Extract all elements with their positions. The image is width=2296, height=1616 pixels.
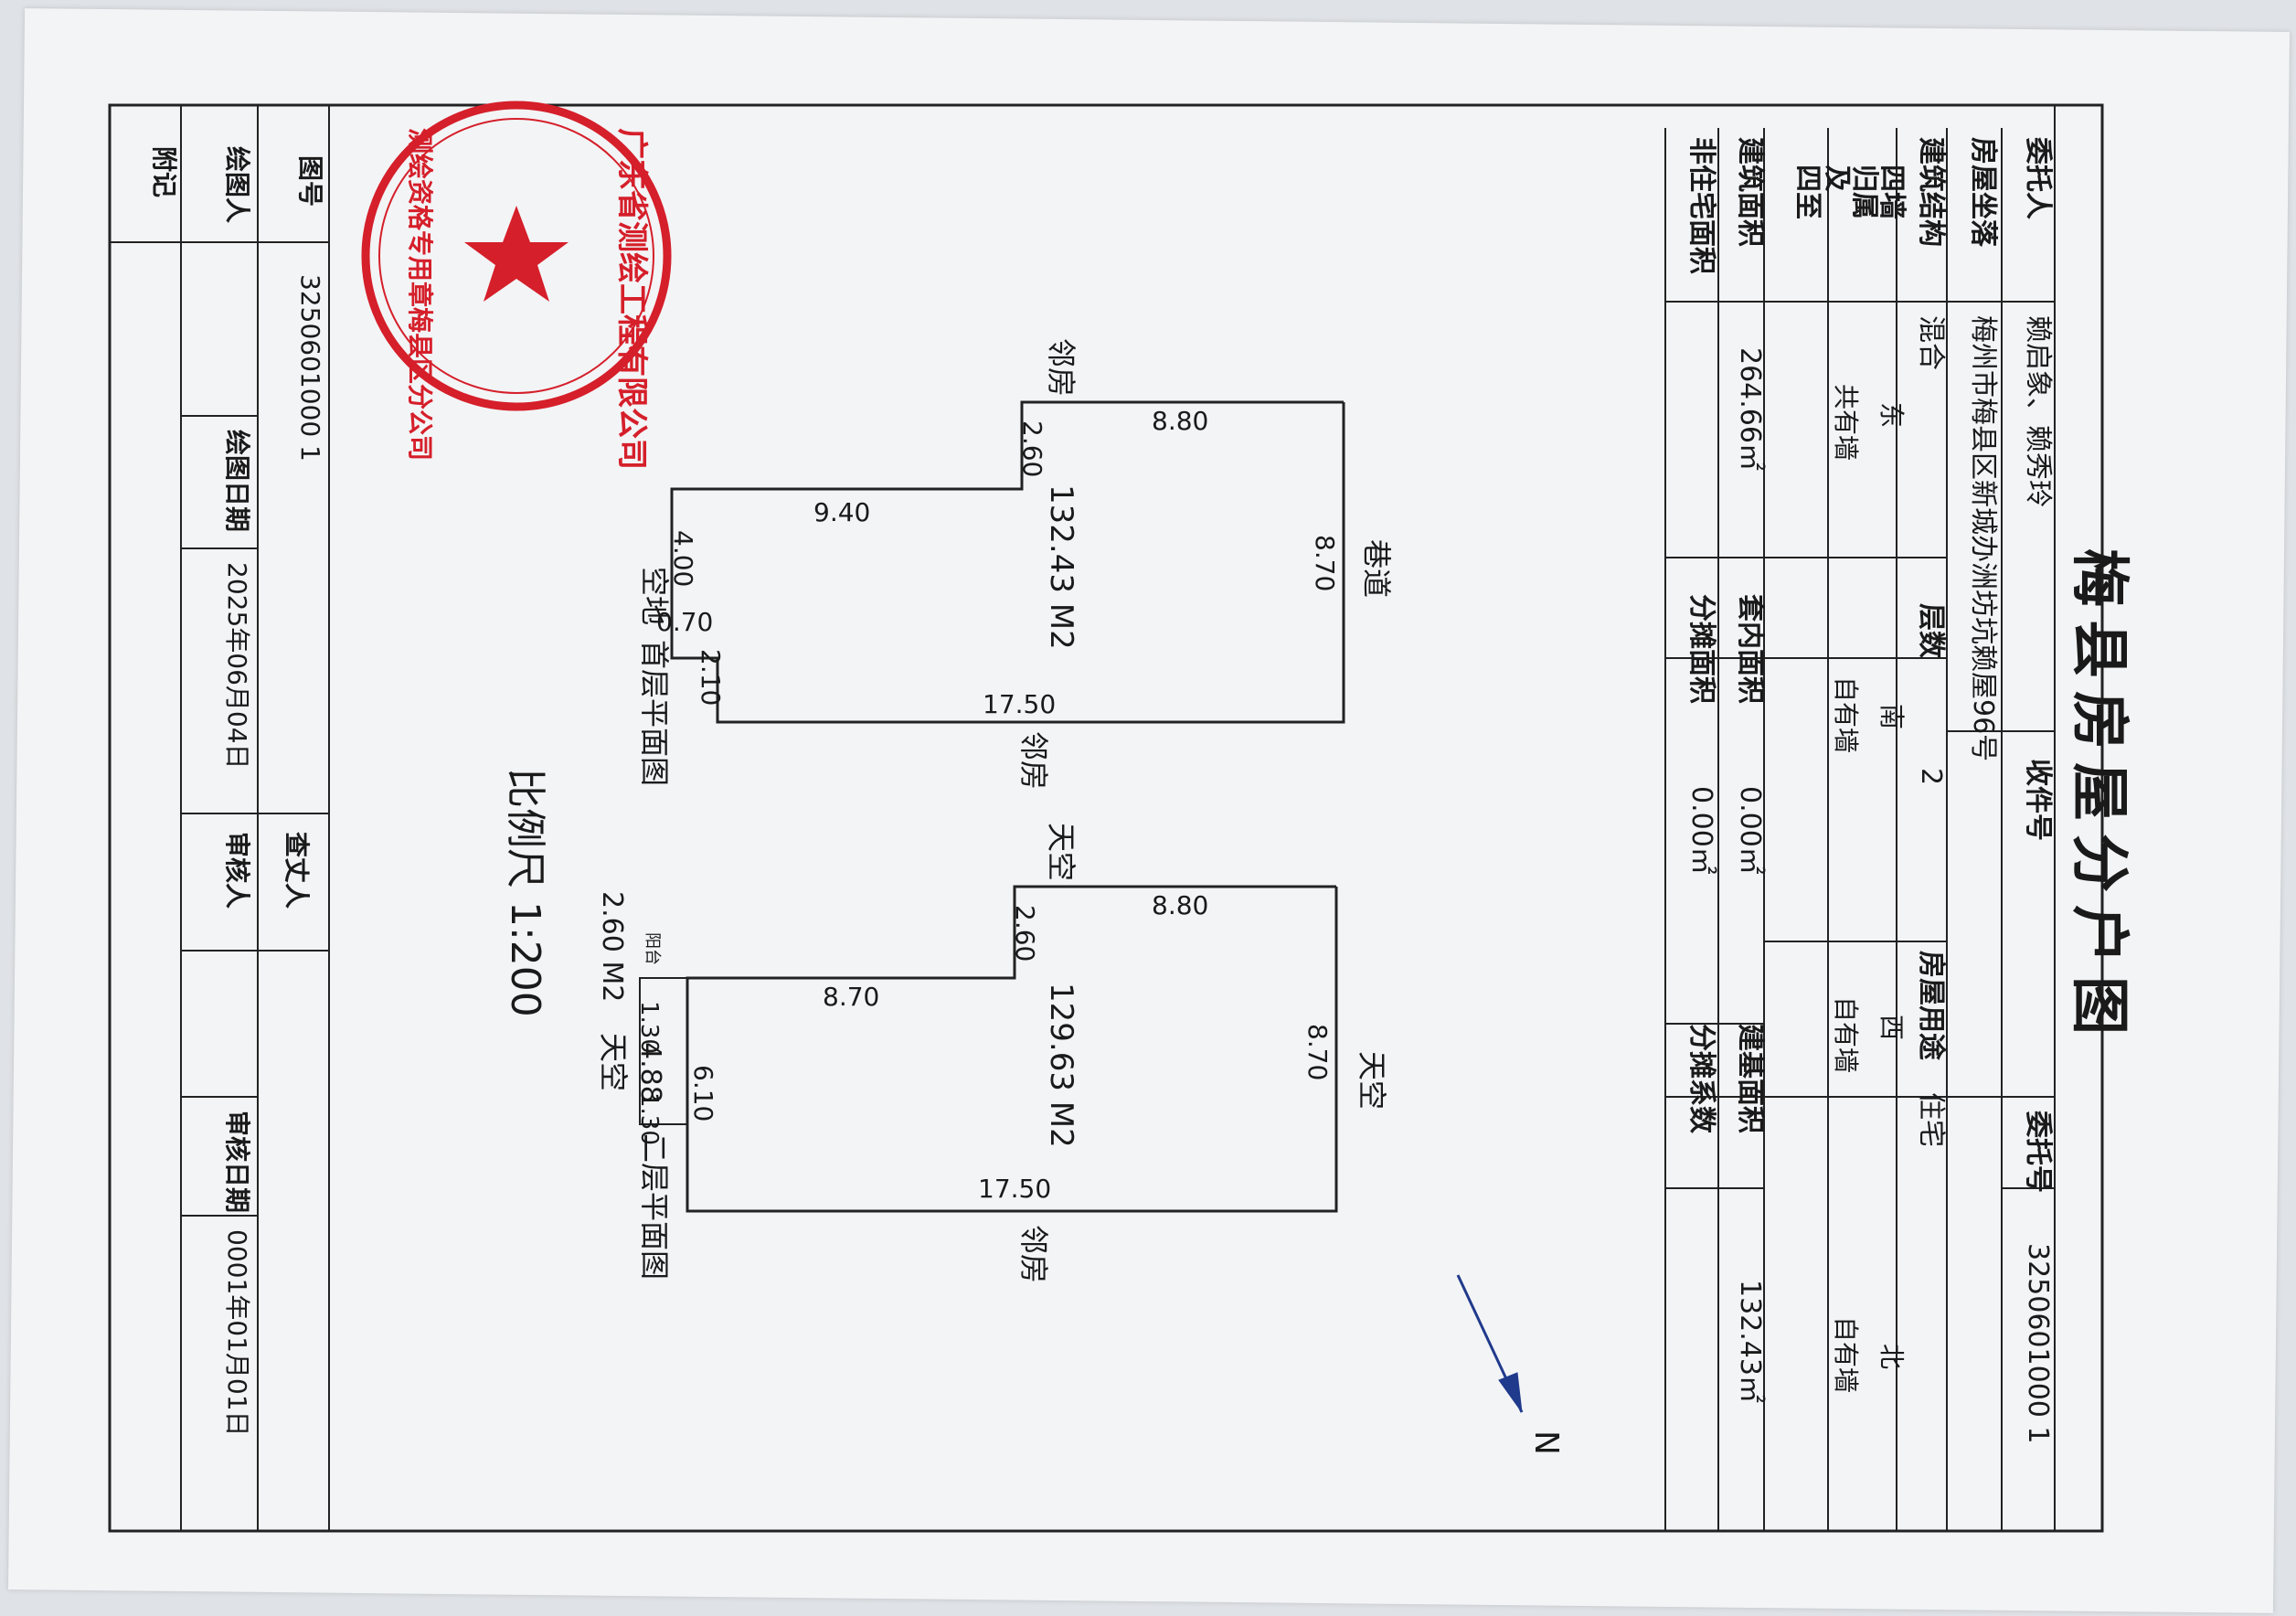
plan1-dim-bottom: 17.50 bbox=[983, 689, 1056, 719]
value-floors: 2 bbox=[1915, 768, 1947, 785]
plan2-dim-bottom: 17.50 bbox=[978, 1174, 1051, 1204]
balcony-outline bbox=[639, 977, 688, 1125]
label-base-area: 建基面积 bbox=[1734, 1024, 1766, 1133]
value-draw-date: 2025年06月04日 bbox=[222, 562, 252, 770]
plan1-dim-top: 8.80 bbox=[1152, 406, 1208, 436]
outer-frame bbox=[108, 103, 2104, 1533]
plan2-dim-top: 8.80 bbox=[1152, 890, 1208, 920]
plan2-side-right: 天空 bbox=[1355, 1051, 1389, 1110]
wall-south-value: 自有墙 bbox=[1831, 676, 1861, 753]
label-boundaries-2: 归属 bbox=[1848, 165, 1880, 219]
label-boundaries-4: 四至 bbox=[1791, 165, 1823, 219]
value-base-area: 132.43㎡ bbox=[1734, 1280, 1766, 1403]
label-entrusting-party: 委托人 bbox=[2022, 137, 2054, 219]
label-structure: 建筑结构 bbox=[1915, 137, 1947, 247]
plan1-side-bottom: 邻房 bbox=[1016, 731, 1051, 790]
plan2-side-left: 天空 bbox=[596, 1033, 631, 1091]
plan-ground-floor: 132.43 M2 8.80 2.60 9.40 4.00 0.70 2.10 … bbox=[637, 338, 1394, 790]
label-drawer: 绘图人 bbox=[222, 146, 252, 223]
label-location: 房屋坐落 bbox=[1967, 137, 1999, 248]
plan2-area: 129.63 M2 bbox=[1043, 983, 1079, 1148]
label-shared-area: 分摊面积 bbox=[1685, 594, 1717, 704]
plan1-dim-mid: 9.40 bbox=[813, 497, 870, 527]
plan1-name: 首层平面图 bbox=[637, 640, 672, 786]
label-surveyor: 查丈人 bbox=[282, 832, 312, 909]
plan2-side-top: 天空 bbox=[1044, 823, 1079, 881]
value-entrusting-party: 赖启象、赖秀玲 bbox=[2022, 315, 2054, 507]
label-floors: 层数 bbox=[1915, 603, 1947, 659]
plan1-side-right: 巷道 bbox=[1359, 539, 1394, 598]
wall-west-value: 自有墙 bbox=[1831, 996, 1861, 1073]
wall-east-label: 东 bbox=[1876, 402, 1907, 428]
wall-north-label: 北 bbox=[1876, 1344, 1907, 1369]
plan2-balcony-dim-1: 1.30 bbox=[635, 1001, 663, 1054]
label-boundaries-1: 四墙 bbox=[1876, 165, 1908, 219]
label-building-area: 建筑面积 bbox=[1734, 137, 1766, 247]
north-label: N bbox=[1527, 1430, 1565, 1455]
value-drawing-no: 3250601000 1 bbox=[295, 274, 325, 462]
label-review-date: 审核日期 bbox=[222, 1111, 252, 1213]
label-shared-coefficient: 分摊系数 bbox=[1685, 1024, 1717, 1134]
plan1-area: 132.43 M2 bbox=[1043, 484, 1079, 650]
label-receipt-no: 收件号 bbox=[2022, 759, 2054, 841]
meta-table bbox=[110, 105, 330, 1531]
plan2-name: 二层平面图 bbox=[637, 1133, 672, 1280]
plan2-balcony-dim-3: 1.30 bbox=[635, 1092, 663, 1145]
value-building-area: 264.66㎡ bbox=[1734, 347, 1766, 471]
value-shared-area: 0.00㎡ bbox=[1685, 786, 1717, 875]
value-entrust-no: 3250601000 1 bbox=[2022, 1243, 2054, 1444]
label-drawing-no: 图号 bbox=[295, 155, 325, 207]
plan1-dim-notch: 2.60 bbox=[1017, 420, 1047, 477]
value-location: 梅州市梅县区新城办洲坊坑赖屋96号 bbox=[1967, 315, 1999, 761]
company-seal: 广东省测绘工程有限公司 测绘资格专用章梅县区分公司 bbox=[361, 101, 672, 470]
document-title: 梅县房屋分户图 bbox=[2065, 548, 2132, 1047]
info-table bbox=[1664, 105, 2056, 1531]
plan1-dim-right: 8.70 bbox=[1310, 535, 1340, 591]
value-suite-area: 0.00㎡ bbox=[1734, 786, 1766, 875]
label-suite-area: 套内面积 bbox=[1734, 594, 1766, 704]
ground-floor-outline bbox=[670, 400, 1345, 724]
plan2-dim-left: 6.10 bbox=[688, 1065, 718, 1122]
wall-west-label: 西 bbox=[1876, 1015, 1907, 1040]
north-arrow-icon bbox=[1456, 1274, 1524, 1413]
plan1-side-left: 空地 bbox=[637, 567, 672, 625]
wall-south-label: 南 bbox=[1876, 704, 1907, 729]
plan1-side-topleft: 邻房 bbox=[1044, 338, 1079, 397]
seal-outer-text: 广东省测绘工程有限公司 bbox=[613, 128, 650, 470]
plan1-dim-small: 2.10 bbox=[696, 649, 726, 706]
label-draw-date: 绘图日期 bbox=[222, 430, 252, 532]
plan2-balcony-label: 阳台 bbox=[643, 932, 662, 965]
label-entrust-no: 委托号 bbox=[2022, 1111, 2054, 1193]
value-usage: 住宅 bbox=[1915, 1092, 1947, 1147]
scale-label: 比例尺 1:200 bbox=[502, 768, 548, 1017]
value-structure: 混合 bbox=[1915, 315, 1947, 370]
label-boundaries-3: 及 bbox=[1821, 165, 1853, 192]
plan2-balcony-area: 2.60 M2 bbox=[596, 891, 628, 1002]
plan1-dim-step: 0.70 bbox=[656, 607, 713, 637]
wall-north-value: 自有墙 bbox=[1831, 1316, 1861, 1393]
plan2-dim-right: 8.70 bbox=[1302, 1024, 1333, 1080]
label-usage: 房屋用途 bbox=[1915, 951, 1947, 1061]
seal-star-icon bbox=[464, 206, 569, 302]
seal-inner-text: 测绘资格专用章梅县区分公司 bbox=[405, 128, 435, 461]
plan2-balcony-dim-2: 4.88 bbox=[634, 1042, 666, 1103]
label-notes: 附记 bbox=[149, 146, 179, 197]
wall-east-value: 共有墙 bbox=[1831, 384, 1861, 461]
plan2-side-bottom: 邻房 bbox=[1016, 1225, 1051, 1283]
plan1-dim-left: 4.00 bbox=[668, 530, 698, 587]
plan2-dim-notch: 2.60 bbox=[1010, 905, 1040, 962]
value-review-date: 0001年01月01日 bbox=[222, 1229, 252, 1437]
label-reviewer: 审核人 bbox=[222, 832, 252, 909]
label-non-residential-area: 非住宅面积 bbox=[1685, 137, 1717, 274]
plan-second-floor: 129.63 M2 8.80 2.60 8.70 6.10 17.50 8.70… bbox=[596, 823, 1389, 1283]
plan2-dim-mid: 8.70 bbox=[823, 982, 879, 1012]
